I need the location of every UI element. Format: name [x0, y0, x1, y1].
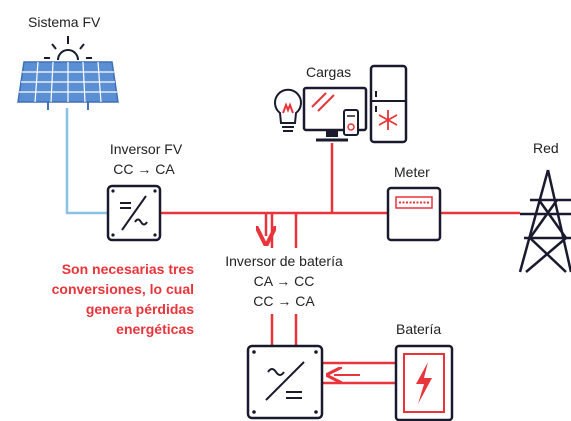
transmission-tower-icon — [518, 169, 571, 273]
battery-inverter-title: Inversor de batería — [225, 253, 343, 269]
battery-icon — [394, 344, 454, 421]
warning-line-1: Son necesarias tres — [62, 261, 195, 277]
battery-inverter-icon — [246, 344, 324, 420]
warning-line-3: genera pérdidas — [86, 301, 194, 317]
pv-inverter-conversion: CC → CA — [113, 161, 175, 177]
dc-line-pv — [65, 108, 108, 215]
pv-inverter-title: Inversor FV — [110, 141, 183, 157]
pv-inverter-icon — [106, 184, 162, 242]
meter-label: Meter — [394, 164, 430, 180]
light-bulb-icon — [274, 88, 302, 132]
loads-label: Cargas — [306, 64, 351, 80]
grid-label: Red — [533, 140, 559, 156]
warning-line-2: conversiones, lo cual — [52, 281, 194, 297]
battery-inverter-conv2: CC → CA — [253, 293, 315, 309]
battery-label: Batería — [396, 321, 441, 337]
refrigerator-icon — [369, 64, 408, 144]
sun-icon — [44, 36, 92, 61]
computer-icon — [302, 86, 368, 142]
warning-line-4: energéticas — [116, 321, 194, 337]
meter-icon — [386, 186, 442, 242]
battery-inverter-conv1: CA → CC — [254, 273, 315, 289]
solar-panel-icon — [17, 61, 119, 110]
pv-system-label: Sistema FV — [28, 14, 101, 30]
